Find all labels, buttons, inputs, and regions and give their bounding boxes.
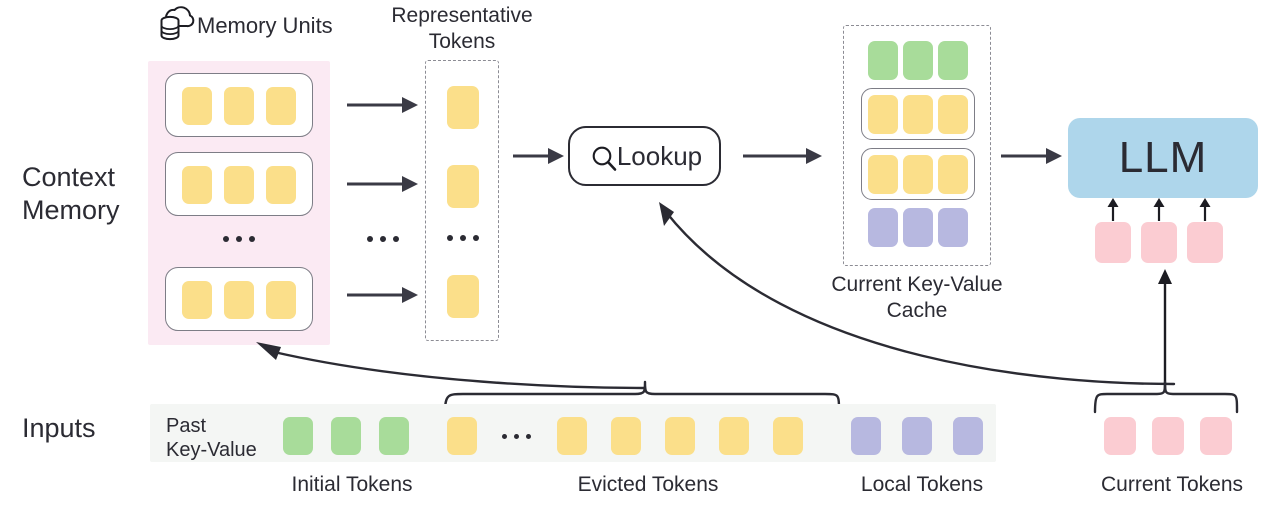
input-evicted-token-6 (773, 417, 803, 455)
memory-unit-token (224, 166, 254, 204)
memory-unit-token (224, 281, 254, 319)
llm-input-token-3 (1187, 222, 1223, 263)
arrow-unit3-to-rep3 (347, 287, 418, 303)
arrow-current-tokens-up (1158, 269, 1172, 390)
input-initial-token-1 (283, 417, 313, 455)
input-evicted-token-5 (719, 417, 749, 455)
lookup-button[interactable]: Lookup (568, 126, 721, 186)
memory-units-ellipsis (205, 232, 273, 246)
memory-unit-2[interactable] (165, 152, 313, 216)
kv-cache-retrieved-token (938, 155, 968, 194)
input-evicted-token-3 (611, 417, 641, 455)
kv-cache-local-token (938, 208, 968, 247)
input-local-token-2 (902, 417, 932, 455)
llm-label: LLM (1118, 133, 1208, 182)
kv-cache-local-token (868, 208, 898, 247)
arrow-cache-to-llm (1001, 148, 1062, 164)
kv-cache-initial-token (938, 41, 968, 80)
memory-unit-token (182, 87, 212, 125)
curved-arrow-evicted-to-memory (256, 342, 647, 390)
cloud-database-icon (158, 4, 195, 44)
representative-token-1 (447, 86, 479, 129)
kv-cache-retrieved-token (868, 155, 898, 194)
arrow-unit1-to-rep1 (347, 97, 418, 113)
magnifier-icon (590, 144, 618, 172)
row-label-context-memory: Context Memory (22, 162, 120, 225)
lookup-label: Lookup (616, 140, 703, 171)
representative-token-3 (447, 275, 479, 318)
memory-unit-token (266, 87, 296, 125)
memory-unit-1[interactable] (165, 73, 313, 137)
input-initial-token-2 (331, 417, 361, 455)
arrow-rep-to-lookup (513, 148, 564, 164)
representative-token-2 (447, 165, 479, 208)
kv-cache-retrieved-token (903, 155, 933, 194)
caption-local-tokens: Local Tokens (860, 473, 984, 496)
row-label-inputs: Inputs (22, 413, 96, 443)
arrow-unit2-to-rep2 (347, 176, 418, 192)
llm-input-token-1 (1095, 222, 1131, 263)
arrow-lookup-to-cache (743, 148, 822, 164)
representative-tokens-ellipsis (434, 231, 492, 245)
kv-cache-retrieved-token (868, 95, 898, 134)
memory-unit-token (182, 281, 212, 319)
memory-unit-3[interactable] (165, 267, 313, 331)
kv-cache-initial-token (868, 41, 898, 80)
brace-evicted-tokens (443, 380, 841, 414)
curved-arrow-current-to-lookup (659, 202, 1176, 386)
input-current-token-1 (1104, 417, 1136, 455)
caption-evicted-tokens: Evicted Tokens (577, 473, 719, 496)
input-current-token-3 (1200, 417, 1232, 455)
input-local-token-3 (953, 417, 983, 455)
memory-unit-token (266, 166, 296, 204)
kv-cache-box (843, 25, 991, 266)
llm-input-token-2 (1141, 222, 1177, 263)
kv-cache-retrieved-unit-1 (861, 88, 975, 140)
input-initial-token-3 (379, 417, 409, 455)
caption-current-tokens: Current Tokens (1100, 473, 1244, 496)
brace-current-tokens (1093, 380, 1239, 414)
kv-cache-local-token (903, 208, 933, 247)
kv-cache-retrieved-unit-2 (861, 148, 975, 200)
kv-cache-retrieved-token (903, 95, 933, 134)
input-evicted-token-4 (665, 417, 695, 455)
arrows-current-tokens-to-llm (1107, 198, 1211, 221)
memory-unit-token (182, 166, 212, 204)
kv-cache-initial-token (903, 41, 933, 80)
memory-unit-token (266, 281, 296, 319)
input-local-token-1 (851, 417, 881, 455)
caption-initial-tokens: Initial Tokens (291, 473, 413, 496)
input-current-token-2 (1152, 417, 1184, 455)
memory-units-label: Memory Units (197, 13, 333, 38)
input-evicted-ellipsis (491, 430, 541, 442)
kv-cache-label: Current Key-Value Cache (831, 273, 1003, 322)
past-key-value-label: Past Key-Value (166, 415, 257, 461)
llm-box[interactable]: LLM (1068, 118, 1258, 198)
representative-tokens-label: Representative Tokens (391, 4, 533, 53)
memory-unit-token (224, 87, 254, 125)
arrow-column-ellipsis (352, 232, 414, 246)
representative-tokens-box (425, 60, 499, 341)
input-evicted-token-1 (447, 417, 477, 455)
kv-cache-retrieved-token (938, 95, 968, 134)
input-evicted-token-2 (557, 417, 587, 455)
